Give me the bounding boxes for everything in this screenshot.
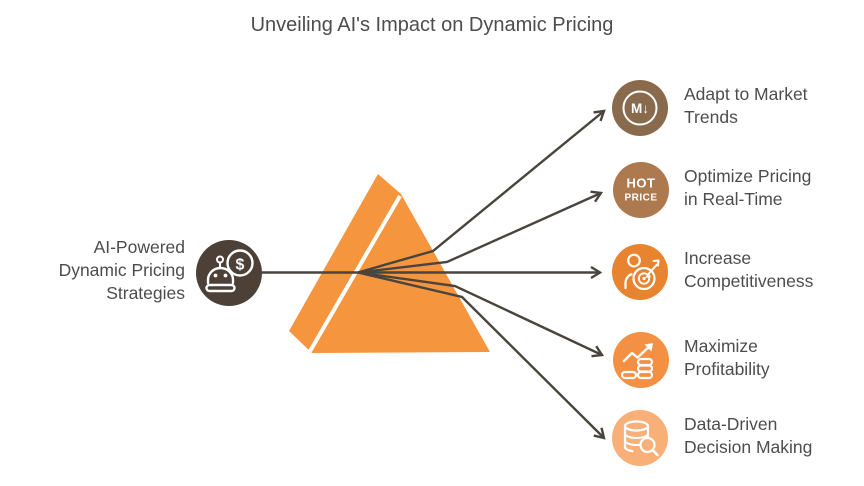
outcome-label-increase-competitiveness-1: Increase: [684, 248, 751, 268]
connector-adapt-market-trends: [357, 109, 606, 274]
outcome-circle: [612, 244, 668, 300]
outcome-node-data-driven: [612, 410, 668, 466]
source-label-line-3: Strategies: [106, 283, 185, 303]
outcome-label-maximize-profitability-2: Profitability: [684, 359, 770, 379]
hot-text: HOT: [627, 176, 656, 191]
outcome-circle: [613, 162, 669, 218]
outcome-node-increase-competitiveness: [612, 244, 668, 300]
source-circle: [196, 240, 262, 306]
outcome-label-adapt-market-2: Trends: [684, 107, 738, 127]
source-node: $: [196, 240, 262, 306]
connector-optimize-pricing: [357, 190, 604, 274]
m-down-badge: M↓: [631, 101, 649, 116]
dollar-sign: $: [236, 257, 245, 274]
database-search-icon: [623, 420, 659, 457]
outcome-label-data-driven-2: Decision Making: [684, 437, 812, 457]
outcome-label-increase-competitiveness-2: Competitiveness: [684, 271, 814, 291]
price-text: PRICE: [624, 193, 657, 204]
diagram-title: Unveiling AI's Impact on Dynamic Pricing: [251, 14, 614, 36]
source-node-label: AI-Powered Dynamic Pricing Strategies: [59, 237, 186, 303]
outcome-circle: [612, 80, 668, 136]
person-target-icon: [624, 253, 660, 291]
outcome-label-adapt-market-1: Adapt to Market: [684, 84, 808, 104]
outcome-label-maximize-profitability-1: Maximize: [684, 336, 758, 356]
source-label-line-2: Dynamic Pricing: [59, 260, 185, 280]
connector-maximize-profitability: [357, 271, 605, 358]
connectors: [262, 109, 606, 440]
market-m-down-icon: M↓: [622, 90, 658, 126]
connector-data-driven-decisions: [357, 271, 606, 440]
outcome-node-adapt-market: M↓: [612, 80, 668, 136]
outcome-node-maximize-profitability: [613, 332, 669, 388]
source-label-line-1: AI-Powered: [94, 237, 185, 257]
prism-highlight-line: [307, 194, 402, 355]
outcome-label-optimize-pricing-1: Optimize Pricing: [684, 166, 811, 186]
outcome-node-optimize-pricing: HOT PRICE: [613, 162, 669, 218]
growth-chart-coins-icon: [620, 343, 654, 380]
outcome-label-data-driven-1: Data-Driven: [684, 414, 777, 434]
robot-dollar-icon: $: [205, 249, 254, 293]
hot-price-icon: HOT PRICE: [624, 176, 657, 204]
outcome-label-optimize-pricing-2: in Real-Time: [684, 189, 783, 209]
